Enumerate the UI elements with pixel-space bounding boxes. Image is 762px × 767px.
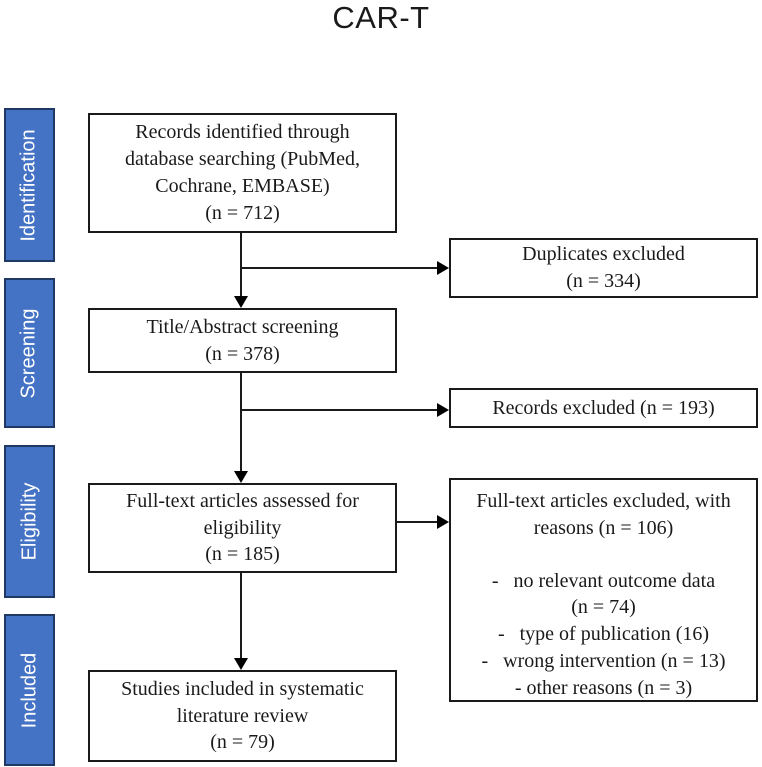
stage-included: Included <box>4 614 55 766</box>
stage-label-screening: Screening <box>18 307 40 399</box>
box-full-text-excluded: Full-text articles excluded, with reason… <box>449 478 758 702</box>
connector-fulltext-to-included <box>240 573 242 659</box>
arrowhead-down-icon <box>234 658 248 670</box>
box-duplicates-excluded: Duplicates excluded (n = 334) <box>449 238 758 298</box>
stage-label-identification: Identification <box>18 128 41 242</box>
full-text-excluded-reasons: - no relevant outcome data (n = 74) - ty… <box>481 569 726 699</box>
connector-to-duplicates <box>241 267 437 269</box>
arrowhead-right-icon <box>437 515 449 529</box>
box-records-excluded: Records excluded (n = 193) <box>449 388 758 428</box>
connector-fulltext-to-excluded <box>397 521 437 523</box>
stage-eligibility: Eligibility <box>4 445 55 598</box>
stage-screening: Screening <box>4 278 55 428</box>
box-full-text-assessed: Full-text articles assessed for eligibil… <box>88 483 397 573</box>
arrowhead-right-icon <box>437 261 449 275</box>
box-title-abstract-screening: Title/Abstract screening (n = 378) <box>88 308 397 373</box>
arrowhead-down-icon <box>234 296 248 308</box>
diagram-title: CAR-T <box>332 0 430 35</box>
connector-screening-to-fulltext <box>240 373 242 472</box>
arrowhead-down-icon <box>234 471 248 483</box>
stage-label-included: Included <box>18 652 40 728</box>
connector-records-to-screening <box>240 233 242 297</box>
stage-identification: Identification <box>4 108 55 262</box>
box-records-identified: Records identified through database sear… <box>88 113 397 233</box>
arrowhead-right-icon <box>437 403 449 417</box>
stage-label-eligibility: Eligibility <box>18 482 40 561</box>
connector-to-records-excluded <box>241 409 437 411</box>
box-studies-included: Studies included in systematic literatur… <box>88 670 397 762</box>
full-text-excluded-header: Full-text articles excluded, with reason… <box>476 490 731 539</box>
